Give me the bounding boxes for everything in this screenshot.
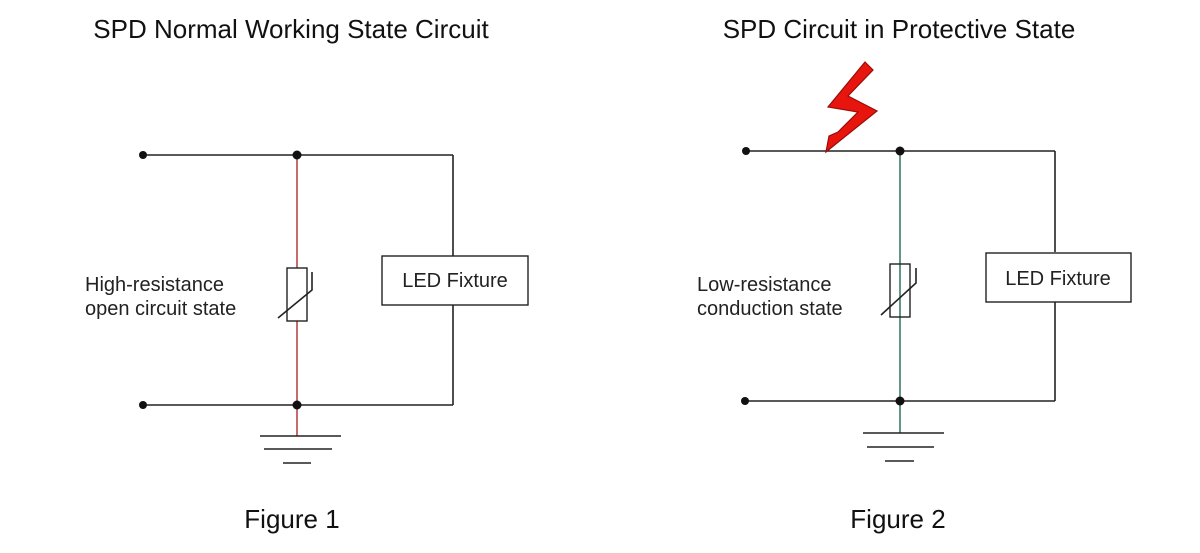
figure-2-caption: Figure 2 — [850, 504, 945, 534]
junction-node — [292, 150, 302, 160]
varistor-icon — [880, 263, 917, 318]
figure-2: SPD Circuit in Protective State LED Fixt… — [697, 14, 1132, 534]
ground-icon — [863, 432, 944, 462]
led-fixture-box — [381, 255, 529, 306]
spd-state-label-line1: Low-resistance — [697, 274, 832, 296]
terminal-node — [742, 147, 750, 155]
figure-2-title: SPD Circuit in Protective State — [723, 14, 1076, 44]
lightning-surge-icon — [825, 61, 879, 154]
terminal-node — [139, 401, 147, 409]
figure-1-caption: Figure 1 — [244, 504, 339, 534]
led-fixture-label: LED Fixture — [1005, 268, 1111, 290]
spd-state-label-line2: conduction state — [697, 298, 843, 320]
junction-node — [292, 400, 302, 410]
led-fixture-label: LED Fixture — [402, 270, 508, 292]
ground-icon — [260, 435, 341, 450]
varistor-icon — [277, 267, 313, 322]
junction-node — [895, 146, 905, 156]
spd-state-label-line2: open circuit state — [85, 298, 236, 320]
terminal-node — [741, 397, 749, 405]
led-fixture-box — [985, 252, 1132, 303]
terminal-node — [139, 151, 147, 159]
junction-node — [895, 396, 905, 406]
spd-state-label-line1: High-resistance — [85, 274, 224, 296]
figure-1: SPD Normal Working State Circuit LED Fix… — [85, 14, 529, 534]
figure-1-title: SPD Normal Working State Circuit — [93, 14, 489, 44]
